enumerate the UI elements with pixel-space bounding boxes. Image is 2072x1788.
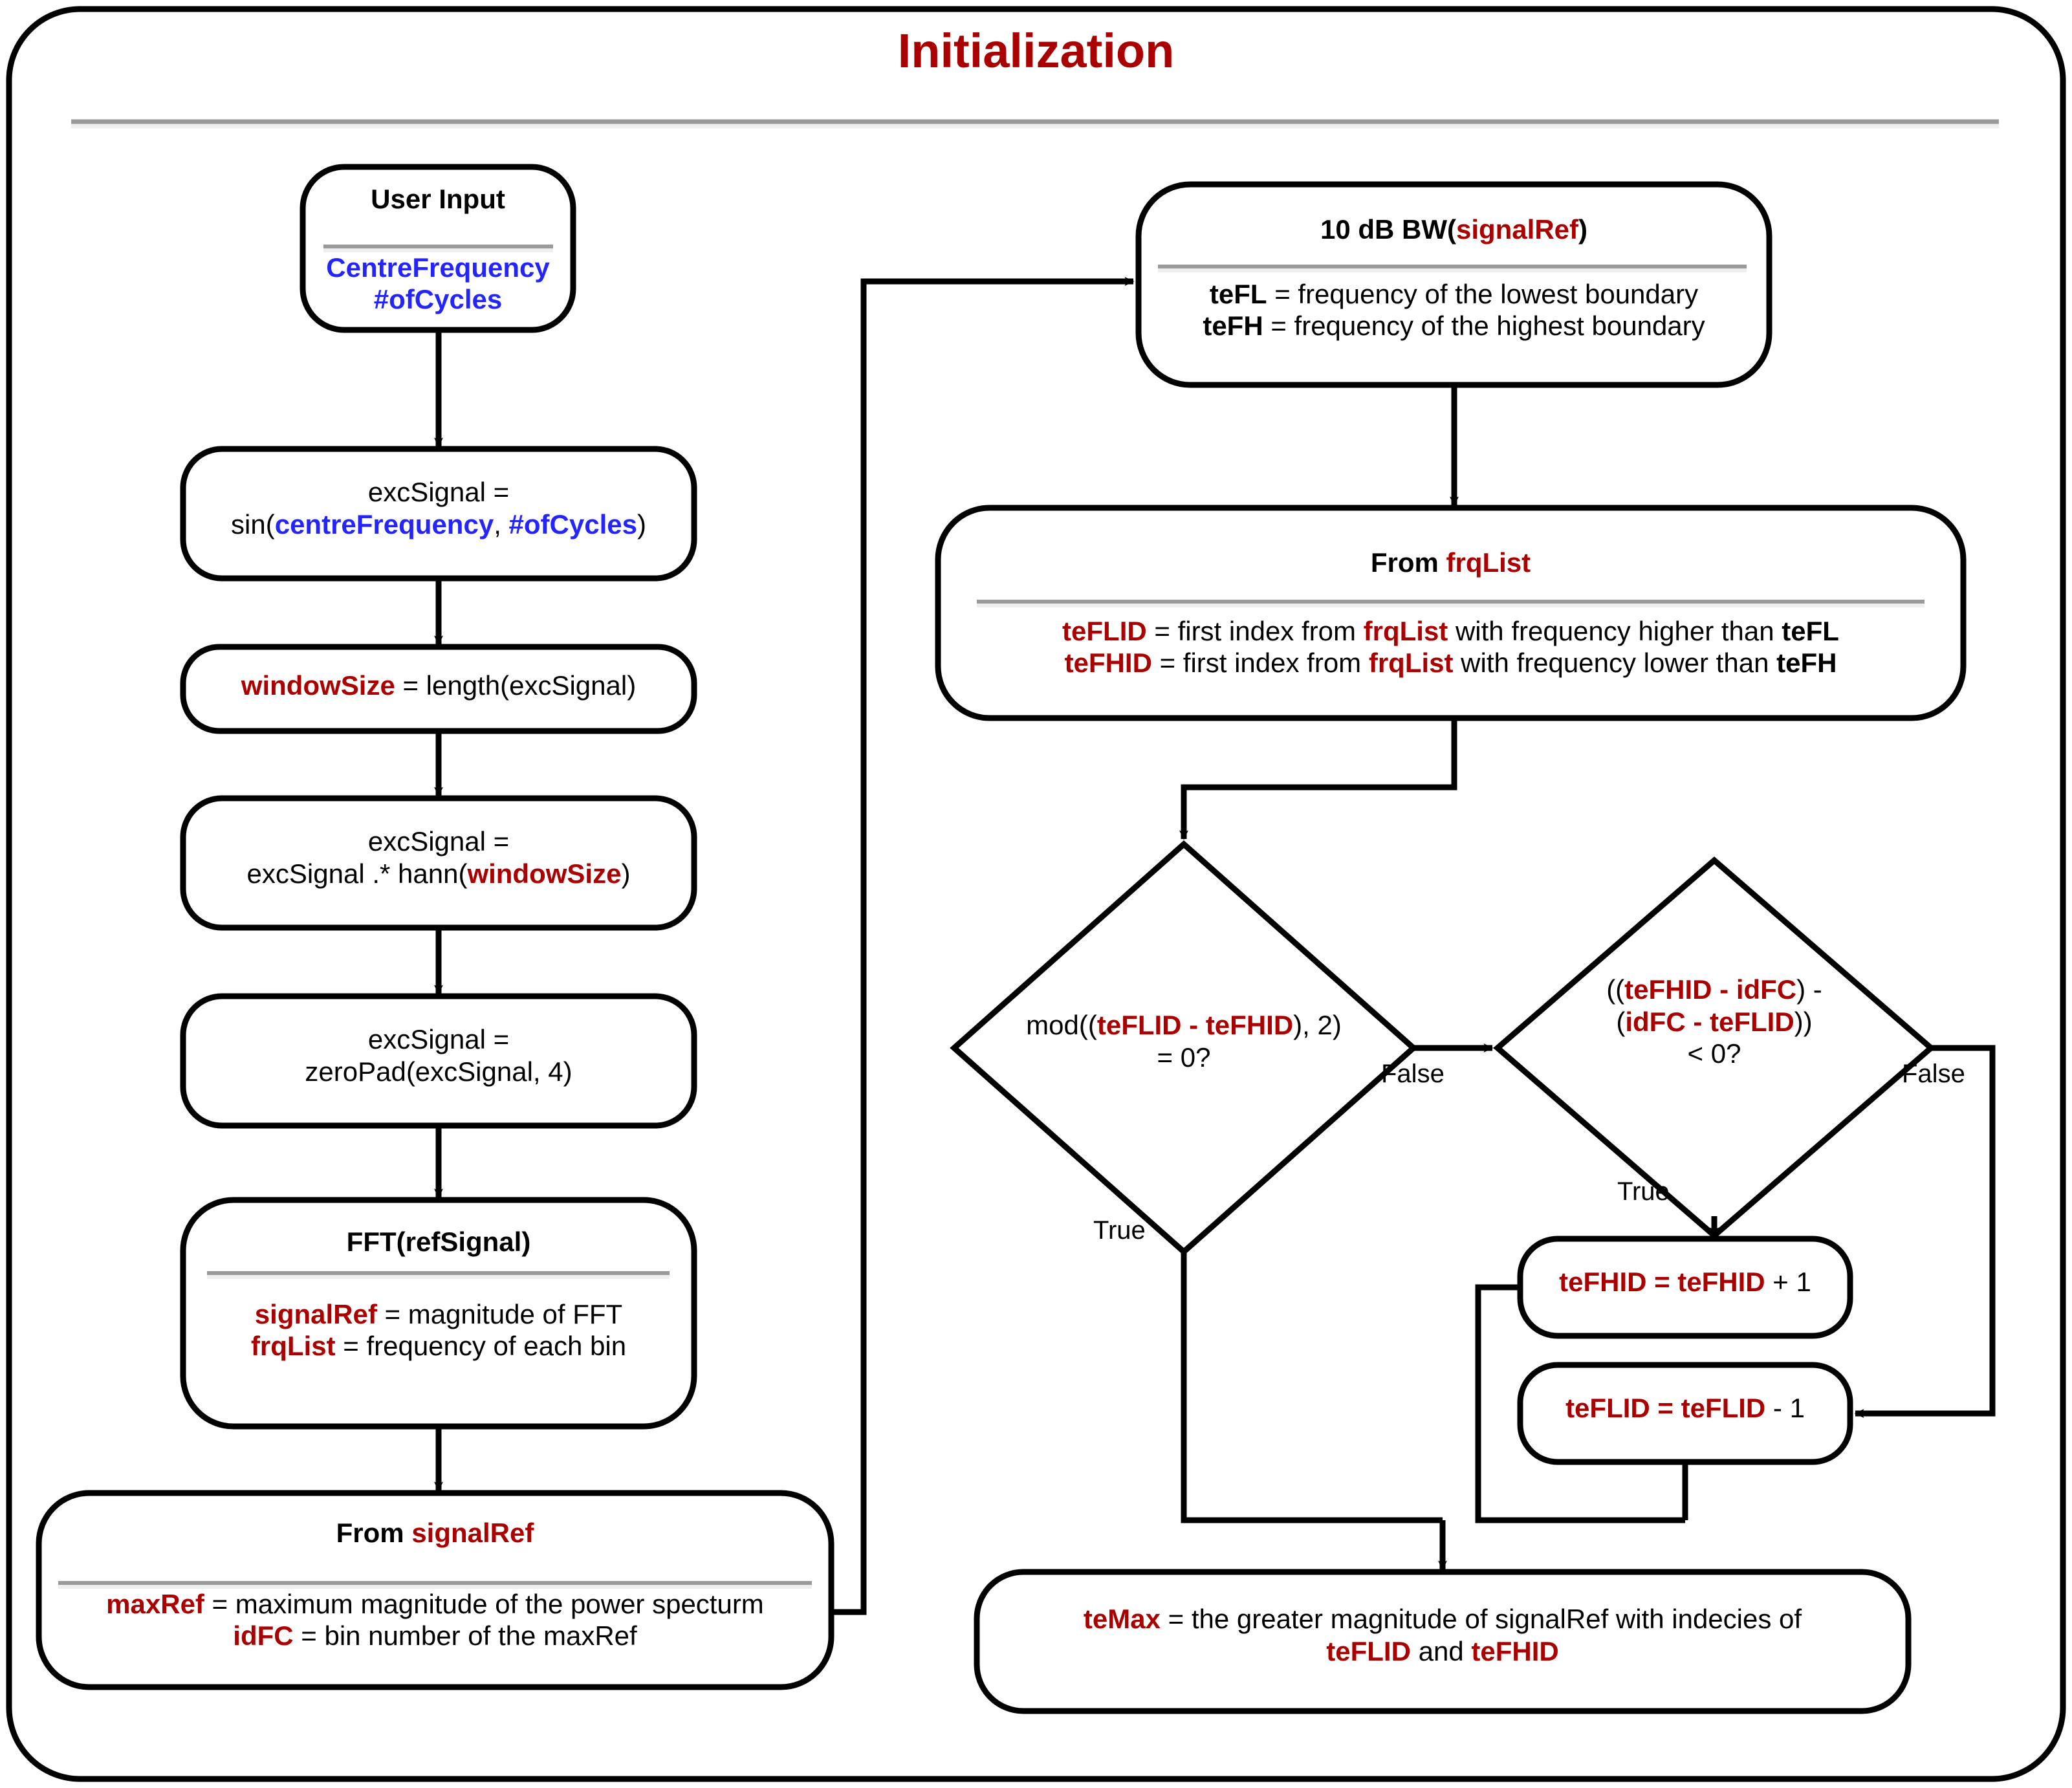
edge-fromfrqlist-decisionmod (1179, 718, 1457, 840)
edge-fromsignalref-10dbbw (831, 277, 1135, 1615)
node-decision-mod-line2: = 0? (1157, 1041, 1211, 1073)
node-from-signalref-header: From signalRef (336, 1518, 534, 1548)
node-decision-cmp-text: ((teFHID - idFC) - (idFC - teFLID)) < 0? (1514, 974, 1915, 1070)
node-window-size-line1: windowSize = length(excSignal) (241, 670, 637, 701)
node-decision-mod-text: mod((teFLID - teFHID), 2) = 0? (970, 1009, 1397, 1073)
node-exc-sin-line2: sin(centreFrequency, #ofCycles) (231, 508, 646, 540)
edge-mod-true-to-temax (1181, 1252, 1443, 1523)
node-separator-rules (58, 245, 1925, 1589)
node-fft-line2: frqList = frequency of each bin (250, 1331, 627, 1362)
node-temax-line1: teMax = the greater magnitude of signalR… (1083, 1604, 1802, 1634)
node-fft-header: FFT(refSignal) (346, 1227, 531, 1257)
node-10db-bw-line1: teFL = frequency of the lowest boundary (1209, 278, 1699, 309)
edge-cmp-false-to-teflid (1854, 1045, 1996, 1418)
node-decision-cmp-line1: ((teFHID - idFC) - (1606, 974, 1822, 1005)
flow-edges (434, 277, 1996, 1615)
node-decision-cmp-line2: (idFC - teFLID)) (1616, 1006, 1813, 1037)
node-from-frqlist-line2: teFHID = first index from frqList with f… (1064, 648, 1837, 679)
node-from-frqlist-line1: teFLID = first index from frqList with f… (1062, 615, 1839, 646)
node-user-input-line2: #ofCycles (373, 284, 503, 315)
node-from-frqlist-text: From frqList teFLID = first index from f… (938, 547, 1963, 679)
node-temax[interactable] (974, 1569, 1912, 1714)
node-temax-text: teMax = the greater magnitude of signalR… (977, 1603, 1908, 1667)
node-exc-hann-line1: excSignal = (367, 826, 510, 856)
node-from-signalref[interactable] (36, 1490, 834, 1690)
edge-label-mod-true: True (1093, 1216, 1146, 1245)
node-fft-line1: signalRef = magnitude of FFT (254, 1298, 623, 1329)
outer-frame (6, 6, 2066, 1782)
node-user-input-header: User Input (371, 184, 505, 214)
node-window-size-text: windowSize = length(excSignal) (183, 670, 694, 702)
node-from-frqlist[interactable] (935, 505, 1967, 721)
node-exc-sin-line1: excSignal = (367, 477, 510, 507)
node-from-signalref-line1: maxRef = maximum magnitude of the power … (106, 1588, 764, 1619)
node-tefhid-inc-line1: teFHID = teFHID + 1 (1559, 1267, 1811, 1297)
node-decision-mod-line1: mod((teFLID - teFHID), 2) (1026, 1010, 1342, 1040)
node-exc-hann-text: excSignal = excSignal .* hann(windowSize… (183, 825, 694, 889)
node-exc-sin-text: excSignal = sin(centreFrequency, #ofCycl… (183, 476, 694, 540)
edge-tefhid-to-teflid (1475, 1284, 1685, 1523)
node-exc-zeropad-line1: excSignal = (367, 1024, 510, 1054)
edge-label-cmp-true: True (1617, 1177, 1670, 1206)
node-user-input-line1: CentreFrequency (326, 252, 550, 283)
node-10db-bw-header: 10 dB BW(signalRef) (1320, 214, 1588, 245)
node-exc-hann-line2: excSignal .* hann(windowSize) (246, 858, 631, 889)
node-exc-zeropad-text: excSignal = zeroPad(excSignal, 4) (183, 1023, 694, 1087)
page-title: Initialization (897, 24, 1175, 78)
node-tefhid-inc-text: teFHID = teFHID + 1 (1520, 1266, 1850, 1298)
node-fft-text: FFT(refSignal) signalRef = magnitude of … (183, 1226, 694, 1362)
edge-label-mod-false: False (1381, 1060, 1445, 1088)
node-teflid-dec-line1: teFLID = teFLID - 1 (1565, 1393, 1805, 1423)
node-10db-bw-line2: teFH = frequency of the highest boundary (1203, 311, 1705, 342)
edge-label-cmp-false: False (1902, 1060, 1965, 1088)
node-exc-zeropad-line2: zeroPad(excSignal, 4) (305, 1056, 573, 1087)
node-from-frqlist-header: From frqList (1370, 547, 1531, 578)
node-10db-bw-text: 10 dB BW(signalRef) teFL = frequency of … (1139, 213, 1769, 342)
node-teflid-dec-text: teFLID = teFLID - 1 (1520, 1392, 1850, 1424)
node-temax-line2: teFLID and teFHID (1326, 1635, 1559, 1666)
node-decision-cmp-line3: < 0? (1687, 1038, 1741, 1069)
node-from-signalref-line2: idFC = bin number of the maxRef (233, 1620, 637, 1652)
node-user-input-text: User Input CentreFrequency #ofCycles (303, 183, 573, 316)
node-from-signalref-text: From signalRef maxRef = maximum magnitud… (39, 1517, 831, 1652)
